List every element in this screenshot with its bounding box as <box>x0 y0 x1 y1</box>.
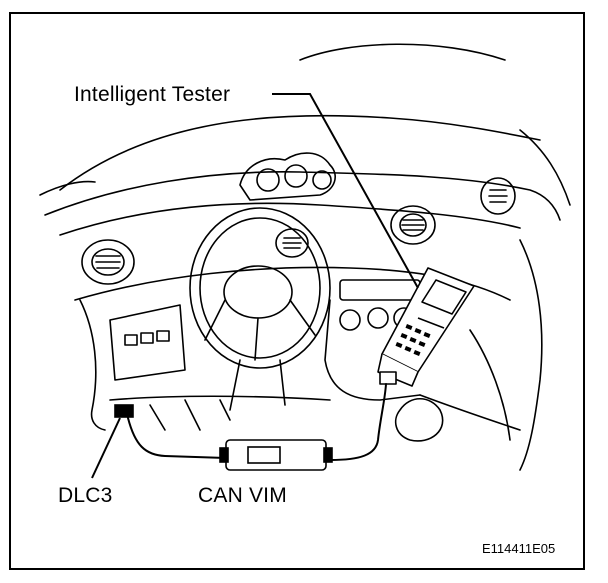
left-dash-panel <box>109 304 186 381</box>
label-can-vim: CAN VIM <box>198 484 287 507</box>
figure-id: E114411E05 <box>482 541 556 556</box>
gauge-center <box>284 164 308 188</box>
intelligent-tester-icon <box>377 267 475 387</box>
a-pillar-left <box>39 180 96 196</box>
windshield-line <box>59 114 541 191</box>
steering-wheel <box>189 207 331 369</box>
vent-far-right-icon <box>480 177 516 215</box>
right-side-trim <box>519 239 543 471</box>
knee-panel <box>109 395 331 401</box>
dashboard-line-2 <box>59 202 521 236</box>
dashboard-top <box>44 171 561 221</box>
seat-edge <box>469 329 511 441</box>
label-intelligent-tester: Intelligent Tester <box>74 83 231 106</box>
label-dlc3: DLC3 <box>58 484 113 507</box>
roof-edge <box>299 43 506 61</box>
leader-dlc3 <box>91 417 121 479</box>
instrument-cluster <box>239 152 336 201</box>
left-door-trim <box>79 299 106 431</box>
cable-tester-to-vim <box>329 383 387 461</box>
leader-tester <box>272 93 419 289</box>
dlc3-connector-icon <box>114 404 134 418</box>
floor-line <box>419 394 521 431</box>
a-pillar-right <box>519 129 571 206</box>
pedal-area <box>149 399 231 431</box>
vent-left-icon <box>81 239 135 285</box>
gear-shift <box>394 397 444 442</box>
gauge-right <box>312 170 332 190</box>
vent-right-icon <box>390 205 436 245</box>
gauge-left <box>256 168 280 192</box>
can-vim-icon <box>219 439 333 471</box>
center-console <box>324 299 421 401</box>
cable-vim-to-dlc3 <box>127 417 227 459</box>
switch-panel <box>124 330 170 346</box>
